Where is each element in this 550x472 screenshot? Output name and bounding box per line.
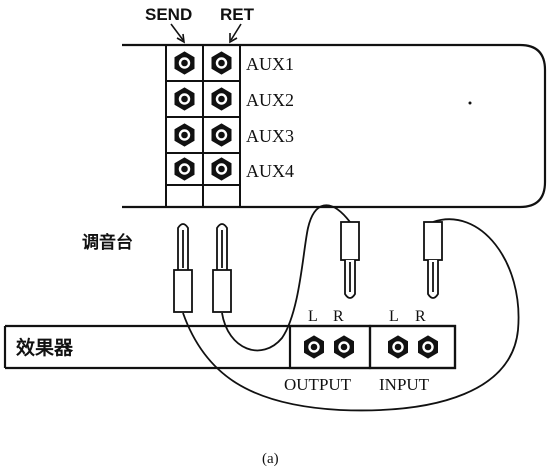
input-label: INPUT	[379, 375, 430, 394]
input-channel-r: R	[415, 308, 426, 325]
mixer-jacks	[174, 51, 232, 181]
plug-ret	[212, 223, 232, 313]
mixer-mark	[468, 101, 472, 105]
plug-output-r	[340, 221, 360, 299]
output-channel-r: R	[333, 308, 344, 325]
mixer-body	[122, 43, 547, 209]
output-r-jack	[334, 335, 354, 359]
input-channel-l: L	[389, 308, 399, 325]
output-channel-l: L	[308, 308, 318, 325]
send-label: SEND	[145, 5, 192, 24]
cables	[182, 204, 520, 412]
ret-jack-1	[211, 51, 232, 75]
cable-plugs	[173, 221, 443, 313]
plug-input-r	[423, 221, 443, 299]
aux-label-1: AUX1	[246, 54, 294, 74]
send-jack-3	[174, 123, 195, 147]
header-arrows	[170, 23, 242, 44]
input-r-jack	[418, 335, 438, 359]
plug-send	[173, 223, 193, 313]
cable-output-to-ret	[221, 204, 351, 352]
effects-unit-label: 效果器	[16, 336, 74, 359]
send-jack-2	[174, 87, 195, 111]
ret-jack-2	[211, 87, 232, 111]
effects-unit-body	[3, 324, 457, 370]
output-l-jack	[304, 335, 324, 359]
ret-jack-4	[211, 157, 232, 181]
input-l-jack	[388, 335, 408, 359]
send-jack-4	[174, 157, 195, 181]
ret-label: RET	[220, 5, 255, 24]
send-jack-1	[174, 51, 195, 75]
cable-send-to-input	[182, 218, 520, 412]
aux-label-4: AUX4	[246, 161, 294, 181]
ret-jack-3	[211, 123, 232, 147]
figure-caption: (a)	[262, 451, 279, 467]
mixer-jack-strip	[165, 44, 241, 208]
aux-label-3: AUX3	[246, 126, 294, 146]
mixer-label: 调音台	[82, 232, 133, 252]
aux-label-2: AUX2	[246, 90, 294, 110]
output-label: OUTPUT	[284, 375, 352, 394]
effects-unit-jacks	[304, 335, 438, 359]
